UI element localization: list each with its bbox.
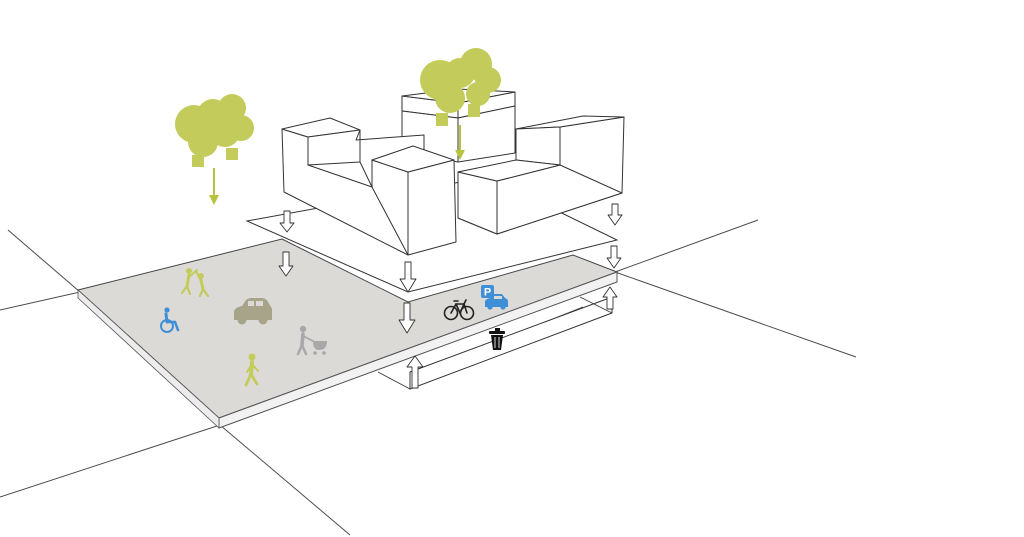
- trash-bin-icon: [489, 328, 505, 350]
- walking-person-icon: [244, 353, 259, 387]
- parking-icon: P: [481, 285, 508, 310]
- building-left: [281, 117, 457, 256]
- layer-arrows: [278, 203, 623, 389]
- building-right: [457, 115, 625, 235]
- parking-sign-label: P: [484, 287, 491, 299]
- tree-icon: [420, 48, 501, 126]
- car-icon: [234, 298, 272, 325]
- wheelchair-icon: [160, 307, 180, 333]
- arrow-down-icon: [607, 203, 623, 226]
- children-playing-icon: [180, 268, 210, 298]
- stroller-icon: [296, 325, 327, 356]
- arrow-down-icon: [278, 251, 294, 277]
- tree-icon: [175, 94, 254, 167]
- arrow-down-icon: [398, 302, 416, 334]
- arrow-up-icon: [602, 286, 618, 310]
- arrow-down-icon: [399, 261, 417, 293]
- plaza-slab: [76, 238, 619, 429]
- bicycle-icon: [443, 299, 475, 321]
- arrow-up-icon: [406, 355, 424, 389]
- ground-lines: [0, 219, 857, 536]
- arrow-down-icon: [279, 210, 295, 233]
- arrow-down-icon: [606, 245, 622, 269]
